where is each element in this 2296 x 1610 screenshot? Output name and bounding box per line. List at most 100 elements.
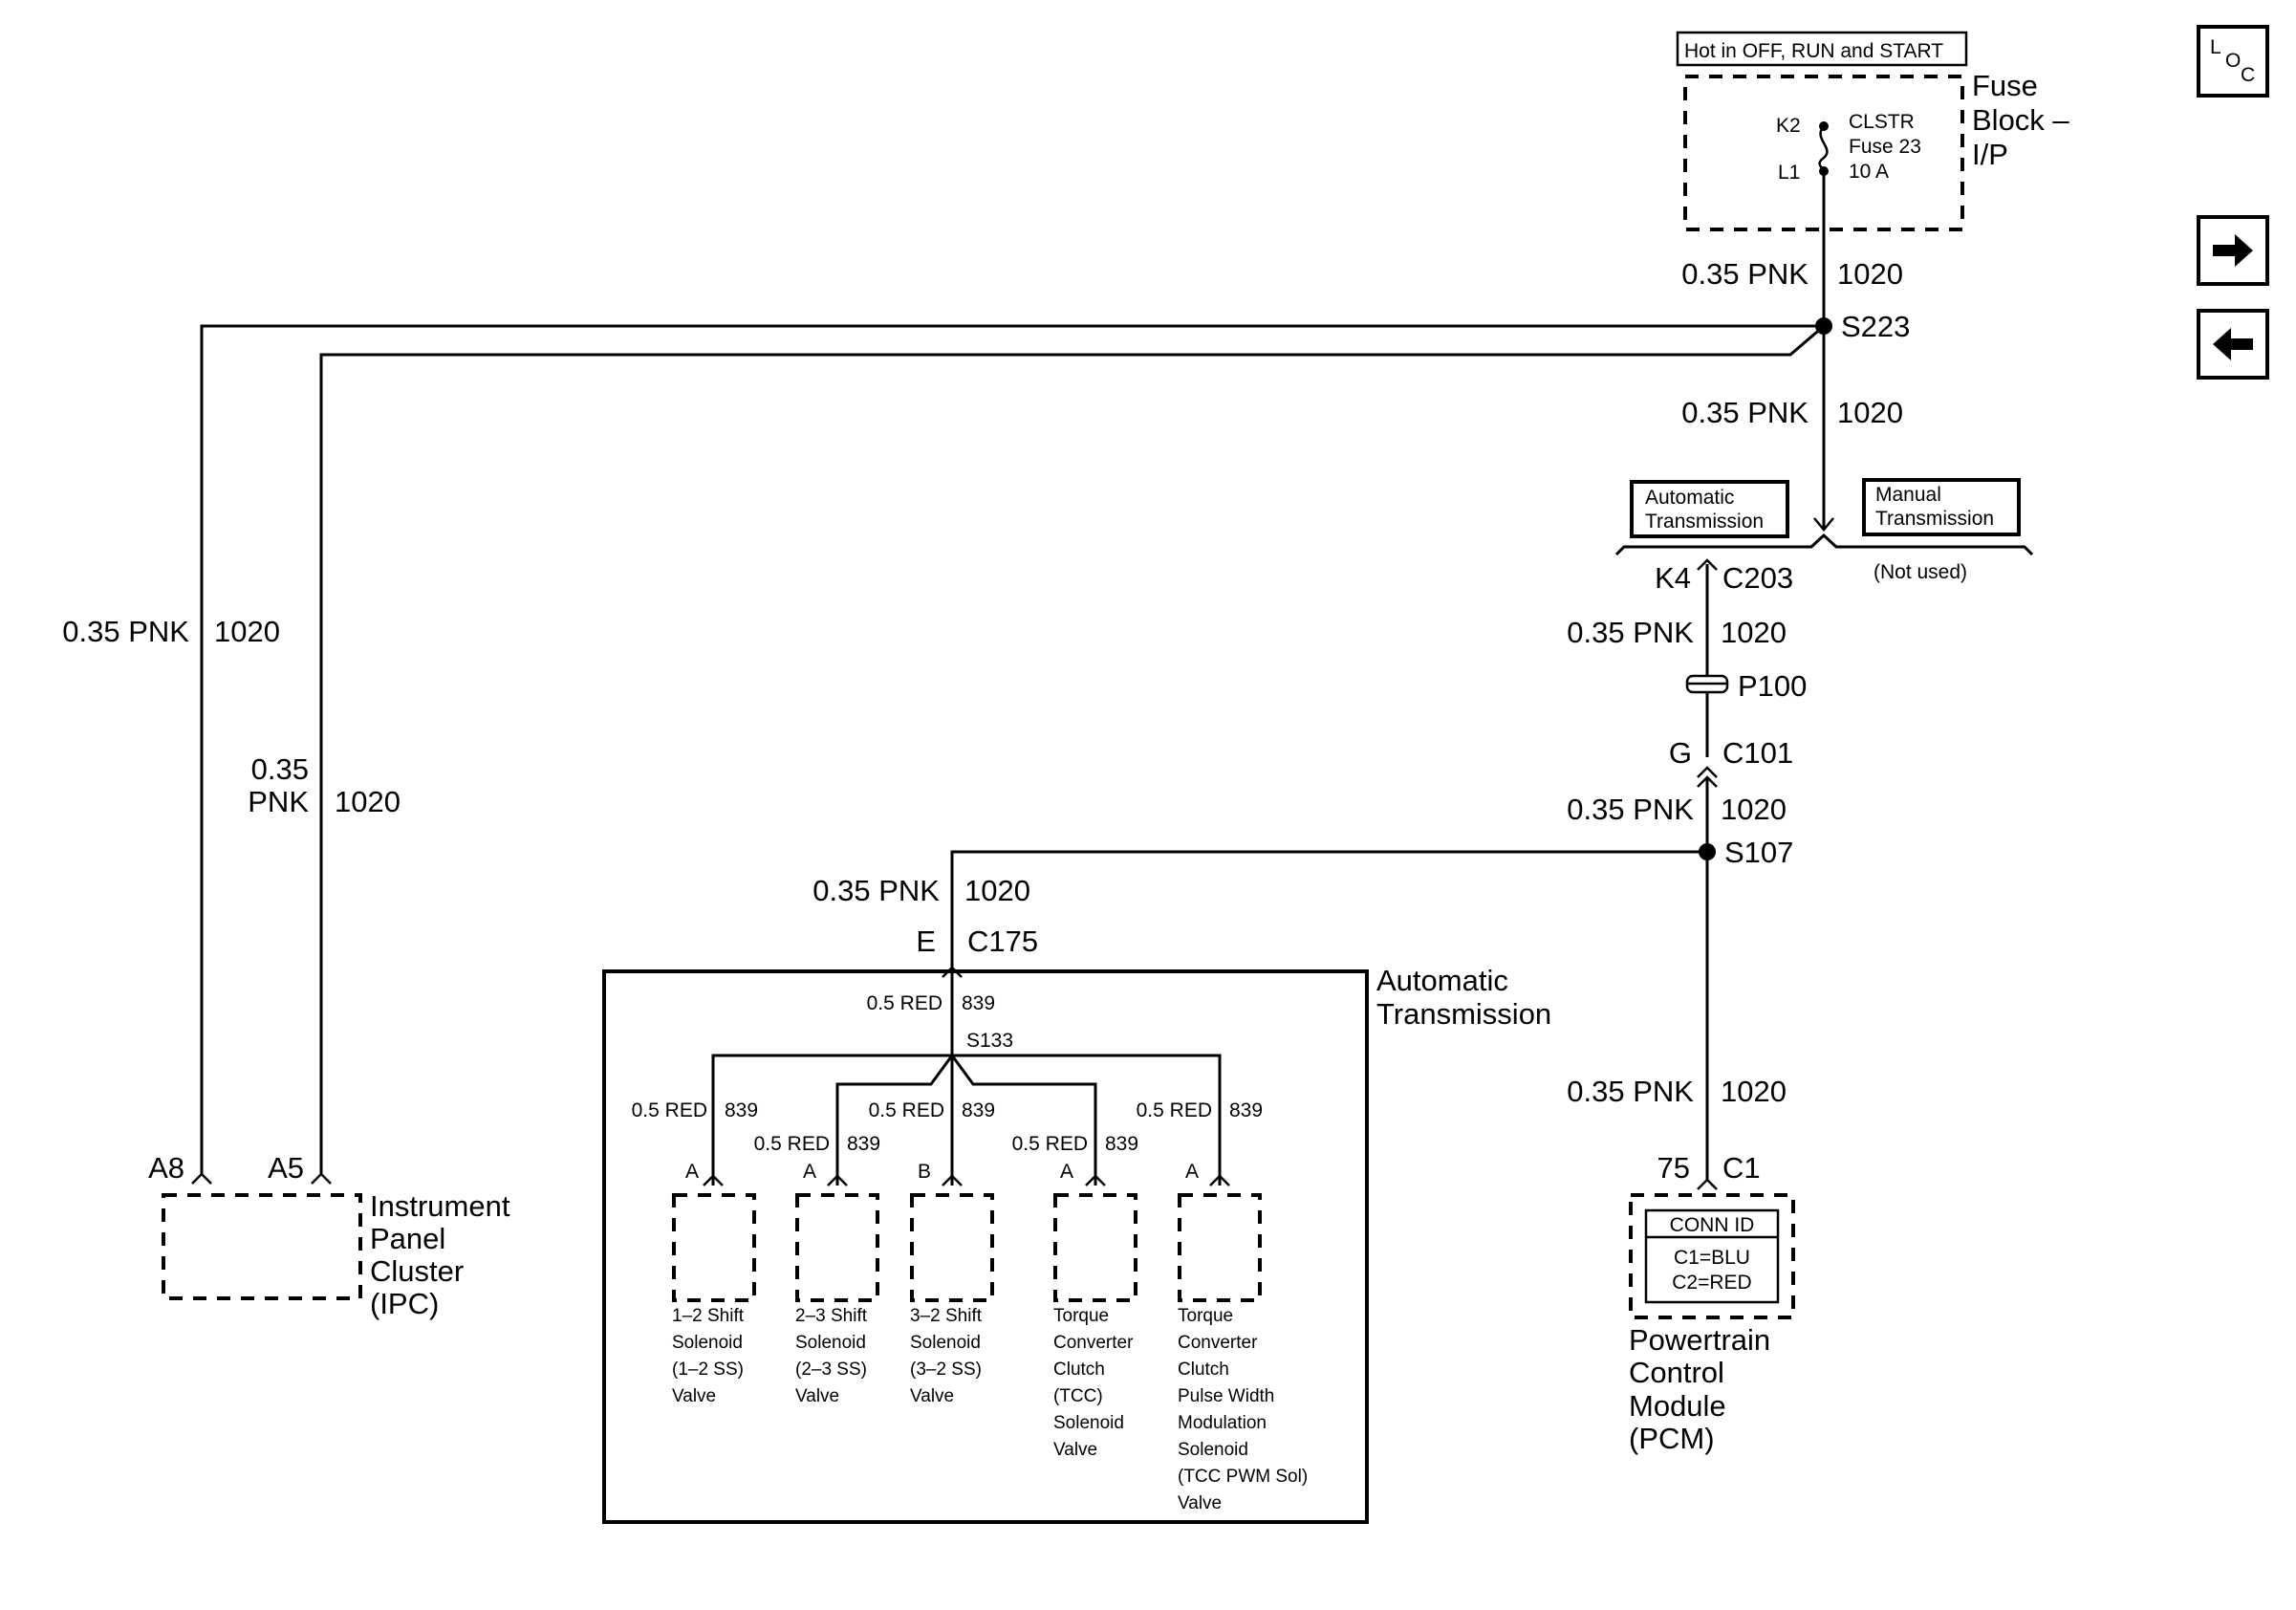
svg-text:Valve: Valve (672, 1386, 716, 1406)
wire-circuit-s107-c175: 1020 (964, 874, 1030, 907)
conn-id-c1: C1=BLU (1674, 1247, 1750, 1269)
sol5-pin: A (1185, 1161, 1199, 1183)
option-manual-label: Manual Transmission (1875, 484, 1994, 530)
svg-text:Solenoid: Solenoid (1178, 1440, 1248, 1460)
loc-letter-o: O (2225, 50, 2241, 72)
wire-gauge-fuse-s223: 0.35 PNK (1681, 257, 1809, 291)
svg-text:Pulse Width: Pulse Width (1178, 1386, 1274, 1406)
connector-pcm-c1-label: C1 (1722, 1151, 1761, 1185)
wire-gauge-sol4: 0.5 RED (1012, 1133, 1088, 1155)
pin-a5: A5 (268, 1151, 304, 1185)
wire-circuit-sol1: 839 (725, 1099, 758, 1121)
wire-circuit-s107-pcm: 1020 (1721, 1075, 1787, 1108)
connector-sol1-icon (703, 1174, 724, 1186)
solenoid-3-2-shift: B 3–2 Shift Solenoid (3–2 SS) Valve (910, 1161, 994, 1406)
svg-text:Transmission: Transmission (1645, 511, 1764, 533)
conn-id-c2: C2=RED (1672, 1272, 1751, 1294)
svg-text:Solenoid: Solenoid (795, 1333, 866, 1353)
sol3-outline (910, 1193, 994, 1302)
wire-circuit-in-trans: 839 (962, 992, 995, 1014)
svg-text:Clutch: Clutch (1178, 1360, 1229, 1380)
pin-k4: K4 (1655, 561, 1691, 595)
sol1-outline (672, 1193, 756, 1302)
ipc-module-outline (162, 1193, 362, 1300)
forward-button[interactable] (2197, 215, 2269, 286)
option-branch-line (1614, 533, 2034, 556)
svg-text:Modulation: Modulation (1178, 1413, 1267, 1433)
svg-text:Valve: Valve (795, 1386, 839, 1406)
loc-button[interactable]: L O C (2197, 25, 2269, 98)
svg-text:I/P: I/P (1972, 138, 2008, 171)
svg-text:Manual: Manual (1875, 484, 1941, 506)
svg-text:(TCC): (TCC) (1053, 1386, 1103, 1406)
connector-sol2-icon (827, 1174, 848, 1186)
solenoid-2-3-shift: A 2–3 Shift Solenoid (2–3 SS) Valve (795, 1161, 879, 1406)
wire-s223-to-a8 (200, 324, 1824, 1174)
connector-sol4-icon (1085, 1174, 1106, 1186)
wire-gauge-c203-p100: 0.35 PNK (1567, 616, 1694, 649)
wire-s133-to-sol1 (711, 1054, 952, 1186)
sol3-pin: B (918, 1161, 931, 1183)
svg-text:1–2 Shift: 1–2 Shift (672, 1306, 745, 1326)
svg-text:(1–2 SS): (1–2 SS) (672, 1360, 744, 1380)
connector-sol3-icon (942, 1174, 963, 1186)
pcm-module-outline (1629, 1193, 1795, 1319)
sol2-pin: A (803, 1161, 816, 1183)
svg-text:Panel: Panel (370, 1222, 445, 1255)
fuse-name: CLSTR Fuse 23 10 A (1849, 111, 1921, 183)
wire-gauge-s107-pcm: 0.35 PNK (1567, 1075, 1694, 1108)
pin-75: 75 (1657, 1151, 1690, 1185)
connector-c101-label: C101 (1722, 736, 1793, 770)
right-arrow-icon (2213, 234, 2253, 267)
svg-text:Powertrain: Powertrain (1629, 1323, 1770, 1357)
splice-s223-label: S223 (1841, 310, 1910, 343)
connector-a8-icon (191, 1172, 212, 1185)
svg-text:Valve: Valve (910, 1386, 954, 1406)
wire-gauge-s223-down: 0.35 PNK (1681, 396, 1809, 429)
wire-s223-to-a5 (319, 324, 1825, 1174)
back-button[interactable] (2197, 309, 2269, 380)
wire-s133-to-sol5 (952, 1054, 1222, 1186)
svg-text:CLSTR: CLSTR (1849, 111, 1915, 133)
splice-s107-label: S107 (1724, 836, 1793, 869)
svg-text:Block –: Block – (1972, 103, 2069, 137)
option-automatic-box (1630, 480, 1789, 538)
conn-id-title: CONN ID (1670, 1214, 1755, 1236)
fuse-block-label: Fuse Block – I/P (1972, 69, 2069, 171)
wire-circuit-sol4: 839 (1105, 1133, 1138, 1155)
svg-text:Torque: Torque (1178, 1306, 1233, 1326)
wire-circuit-sol2: 839 (847, 1133, 880, 1155)
grommet-p100-label: P100 (1738, 669, 1807, 703)
svg-text:Automatic: Automatic (1376, 964, 1508, 997)
wire-s107-to-c175 (950, 850, 1707, 968)
wire-gauge-a5-line1: 0.35 (251, 752, 309, 786)
pcm-module-label: Powertrain Control Module (PCM) (1629, 1323, 1770, 1455)
svg-text:Automatic: Automatic (1645, 487, 1734, 509)
svg-text:Converter: Converter (1178, 1333, 1258, 1353)
splice-s133-label: S133 (966, 1030, 1013, 1052)
hot-in-label: Hot in OFF, RUN and START (1684, 40, 1943, 62)
svg-text:Valve: Valve (1178, 1493, 1222, 1513)
ipc-module-label: Instrument Panel Cluster (IPC) (370, 1189, 510, 1320)
hot-in-label-box (1676, 31, 1968, 67)
svg-text:Solenoid: Solenoid (910, 1333, 981, 1353)
auto-trans-outline (602, 969, 1369, 1524)
svg-text:Instrument: Instrument (370, 1189, 510, 1223)
svg-text:(PCM): (PCM) (1629, 1422, 1715, 1455)
sol4-pin: A (1060, 1161, 1073, 1183)
wire-circuit-a5: 1020 (335, 785, 401, 818)
svg-text:(TCC PWM Sol): (TCC PWM Sol) (1178, 1467, 1308, 1487)
wire-circuit-s223-down: 1020 (1837, 396, 1903, 429)
wire-gauge-a8: 0.35 PNK (62, 615, 189, 648)
svg-text:Converter: Converter (1053, 1333, 1134, 1353)
wire-gauge-sol5: 0.5 RED (1137, 1099, 1212, 1121)
wire-circuit-fuse-s223: 1020 (1837, 257, 1903, 291)
conn-id-box (1644, 1208, 1780, 1304)
connector-c203-label: C203 (1722, 561, 1793, 595)
connector-c203-icon (1697, 558, 1718, 571)
wire-gauge-in-trans: 0.5 RED (867, 992, 942, 1014)
wire-gauge-sol2: 0.5 RED (754, 1133, 830, 1155)
fuse-pin-k2: K2 (1776, 115, 1801, 137)
wire-s133-to-sol4 (950, 1055, 1097, 1186)
